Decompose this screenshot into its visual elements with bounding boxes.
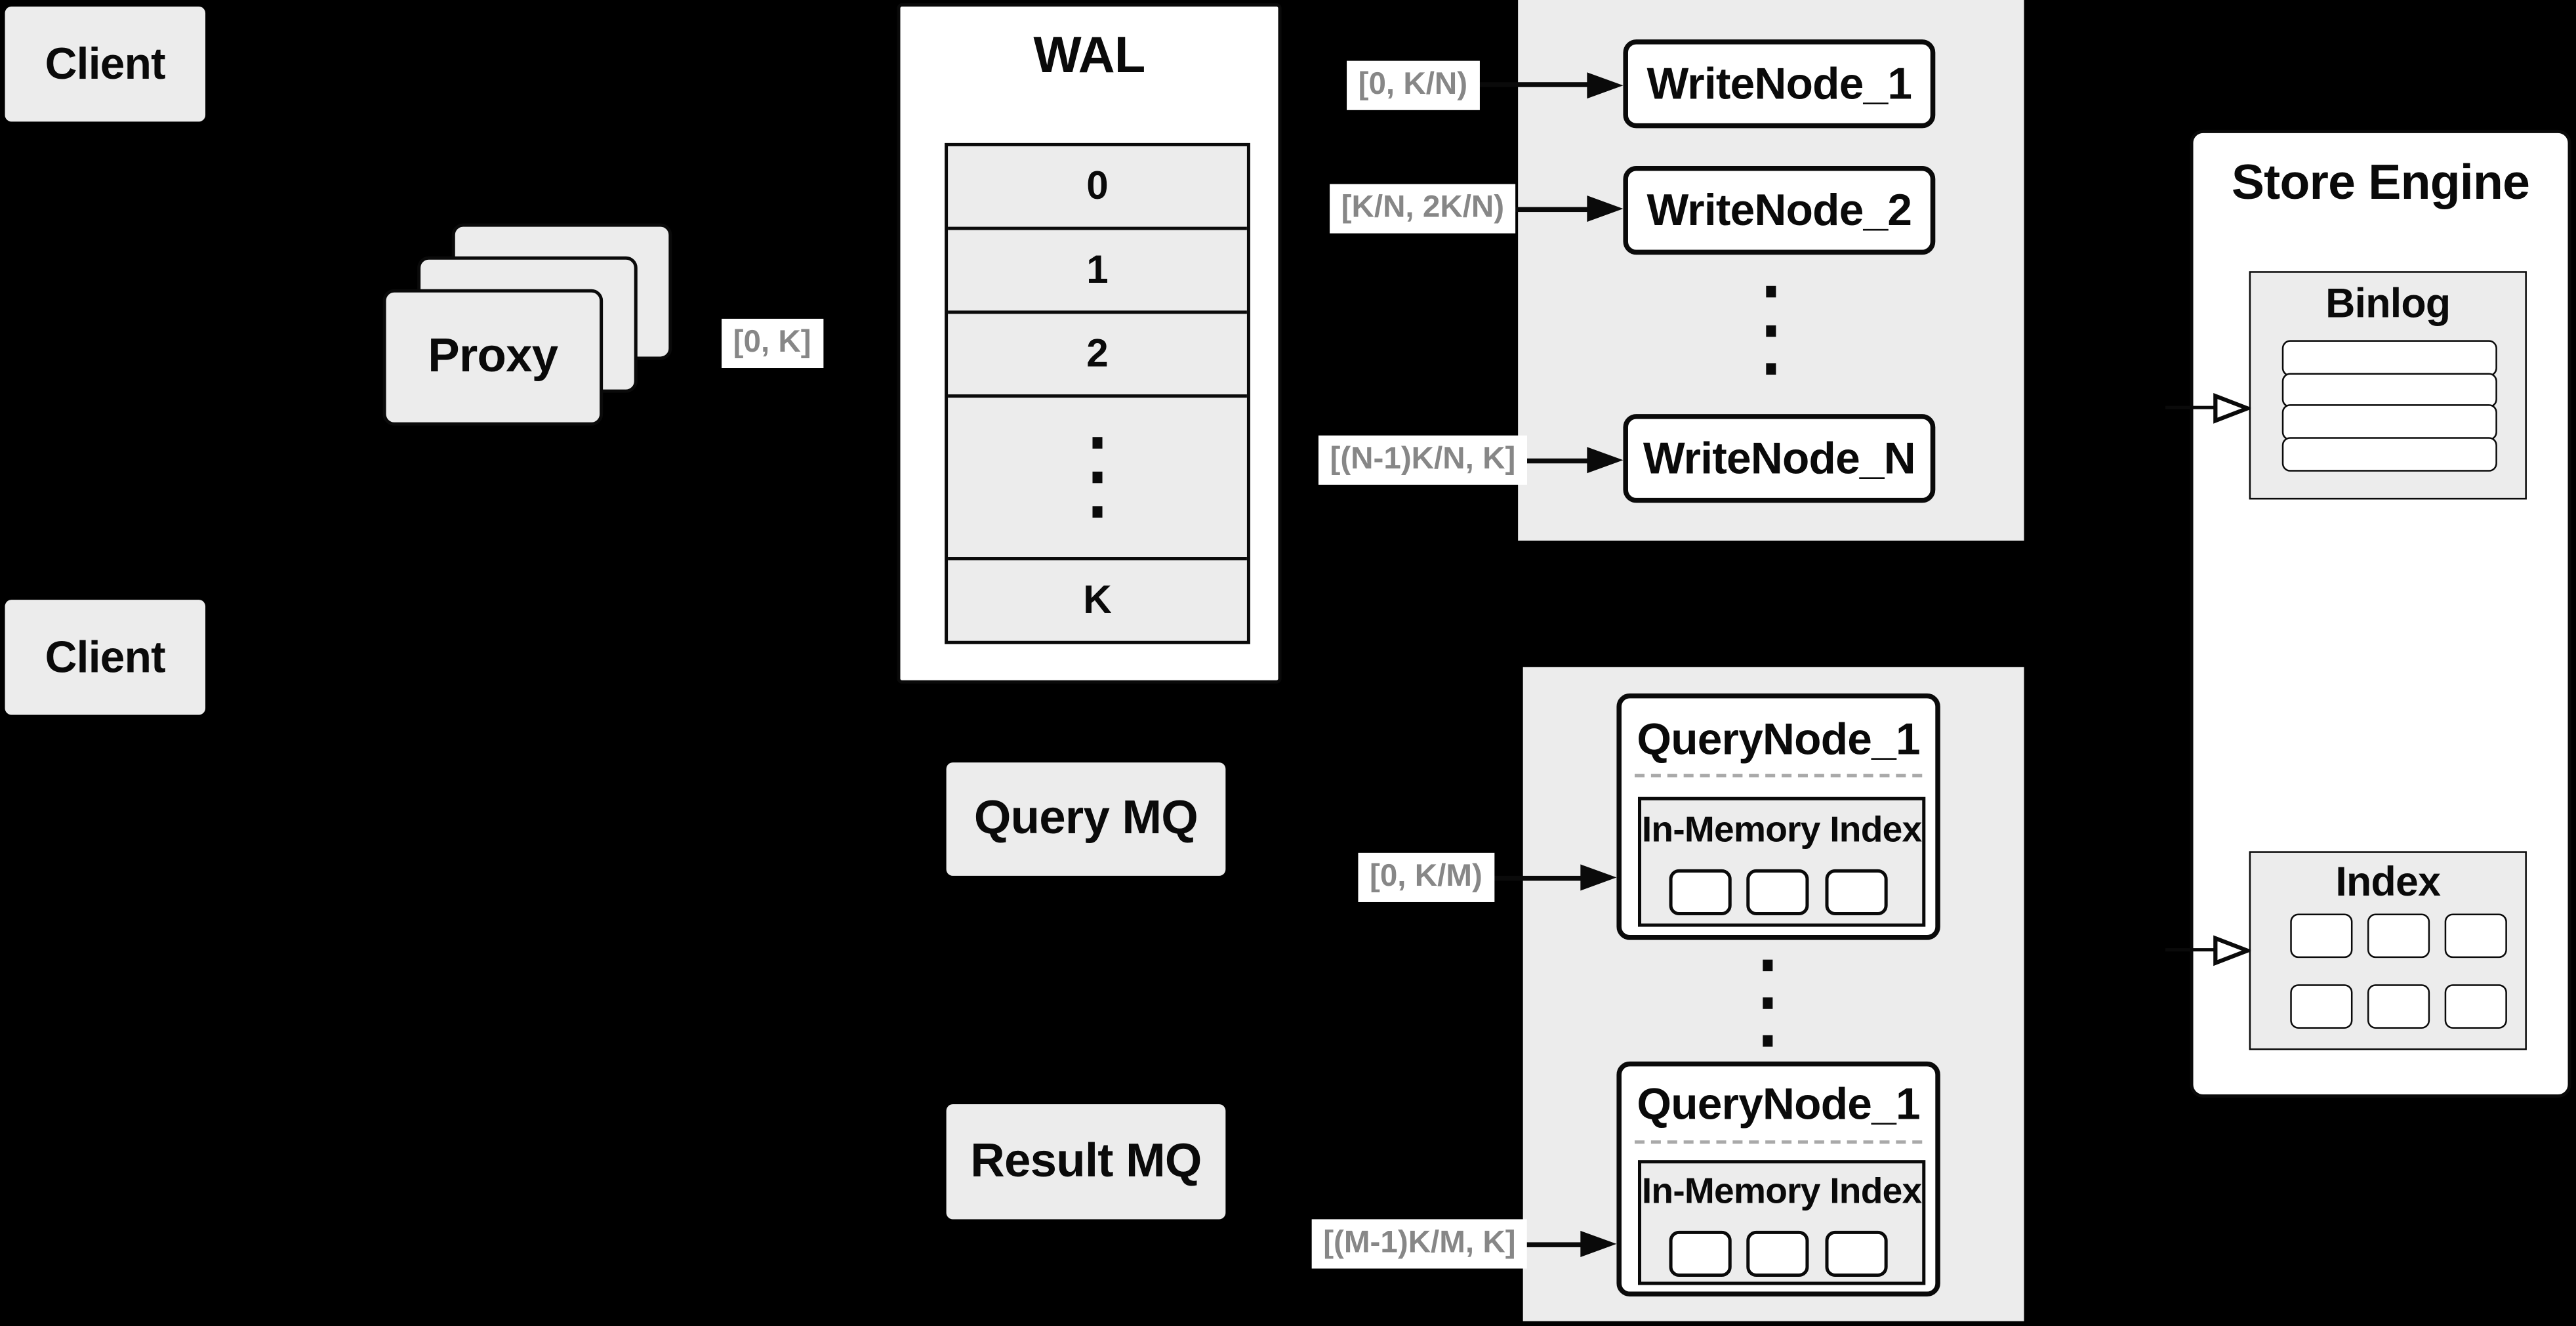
dashed-divider [1634, 1140, 1923, 1144]
binlog-row [2281, 404, 2497, 440]
query-mq-label: Query MQ [973, 792, 1198, 845]
client-bottom-label: Client [45, 631, 166, 682]
open-arrowhead-right-icon [2213, 935, 2251, 966]
range-label-proxy-wal: [0, K] [722, 318, 823, 369]
binlog-title: Binlog [2325, 281, 2451, 327]
index-segment-cell [1669, 1230, 1732, 1277]
range-label-write-n: [(N-1)K/N, K] [1318, 435, 1527, 485]
client-top-box: Client [5, 7, 206, 122]
query-node-top-box: QueryNode_1 In-Memory Index [1616, 693, 1940, 940]
range-label-write-1: [0, K/N) [1347, 60, 1479, 110]
arrowhead-right-icon [1587, 447, 1624, 474]
store-engine-title: Store Engine [2231, 155, 2530, 211]
write-node-1-label: WriteNode_1 [1646, 58, 1912, 108]
arrow-right-icon [2165, 947, 2217, 952]
index-file-cell [2290, 984, 2353, 1029]
wal-row: 0 [948, 146, 1247, 230]
wal-title: WAL [1033, 26, 1145, 84]
write-node-n-label: WriteNode_N [1643, 432, 1916, 483]
ellipsis-dot [1763, 959, 1773, 972]
binlog-panel: Binlog [2249, 271, 2527, 500]
ellipsis-dot [1766, 325, 1776, 337]
arrowhead-right-icon [1587, 196, 1624, 222]
range-label-query-m: [(M-1)K/M, K] [1311, 1219, 1528, 1269]
arrowhead-right-icon [1580, 864, 1617, 891]
index-title: Index [2335, 859, 2441, 905]
query-node-top-title: QueryNode_1 [1637, 715, 1920, 764]
index-file-cell [2290, 913, 2353, 959]
query-node-bottom-box: QueryNode_1 In-Memory Index [1616, 1061, 1940, 1297]
in-memory-index-panel: In-Memory Index [1637, 797, 1926, 927]
proxy-box: Proxy [382, 289, 603, 426]
ellipsis-dot [1763, 997, 1773, 1009]
wal-row: 1 [948, 230, 1247, 314]
write-node-n-box: WriteNode_N [1623, 414, 1936, 503]
ellipsis-dot [1092, 471, 1103, 484]
index-file-cell [2444, 984, 2507, 1029]
binlog-row [2281, 372, 2497, 408]
index-segment-cell [1825, 869, 1888, 916]
client-top-label: Client [45, 38, 166, 88]
ellipsis-dot [1766, 363, 1776, 375]
index-segment-cell [1746, 869, 1809, 916]
in-memory-index-panel: In-Memory Index [1637, 1160, 1926, 1285]
arrow-right-icon [2165, 405, 2217, 409]
wal-ellipsis-cell [948, 398, 1247, 561]
range-label-write-2: [K/N, 2K/N) [1330, 184, 1516, 234]
arrowhead-right-icon [1587, 71, 1624, 98]
write-node-1-box: WriteNode_1 [1623, 39, 1936, 129]
wal-row: K [1083, 577, 1112, 622]
index-file-cell [2367, 984, 2430, 1029]
proxy-label: Proxy [428, 330, 558, 383]
wal-panel: WAL 0 1 2 K [897, 3, 1282, 684]
query-node-bottom-title: QueryNode_1 [1637, 1079, 1920, 1129]
ellipsis-dot [1763, 1035, 1773, 1047]
in-memory-index-title: In-Memory Index [1641, 1170, 1922, 1211]
result-mq-box: Result MQ [946, 1104, 1226, 1220]
client-bottom-box: Client [5, 600, 206, 715]
ellipsis-dot [1766, 285, 1776, 298]
open-arrowhead-right-icon [2213, 393, 2251, 424]
range-label-query-1: [0, K/M) [1358, 852, 1494, 902]
ellipsis-dot [1092, 506, 1103, 518]
binlog-row [2281, 340, 2497, 376]
ellipsis-dot [1092, 437, 1103, 449]
wal-row: 2 [948, 314, 1247, 398]
binlog-row [2281, 436, 2497, 472]
dashed-divider [1634, 774, 1923, 777]
index-panel: Index [2249, 851, 2527, 1050]
index-segment-cell [1669, 869, 1732, 916]
in-memory-index-title: In-Memory Index [1641, 808, 1922, 850]
arrow-right-icon [1409, 82, 1591, 87]
write-node-2-box: WriteNode_2 [1623, 165, 1936, 255]
index-file-cell [2444, 913, 2507, 959]
index-segment-cell [1825, 1230, 1888, 1277]
write-node-2-label: WriteNode_2 [1646, 184, 1912, 234]
index-segment-cell [1746, 1230, 1809, 1277]
index-file-cell [2367, 913, 2430, 959]
result-mq-label: Result MQ [970, 1134, 1202, 1188]
arrow-right-icon [1409, 875, 1584, 881]
wal-segment-table: 0 1 2 K [945, 142, 1250, 644]
query-mq-box: Query MQ [946, 762, 1226, 876]
arrowhead-right-icon [1580, 1230, 1617, 1257]
